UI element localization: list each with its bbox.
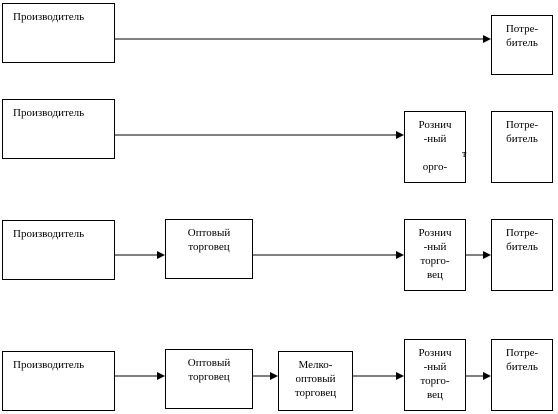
producer-label: Производитель — [13, 11, 85, 23]
producer-label: Производитель — [13, 228, 85, 240]
wholesaler-box: Оптовый торговец — [165, 349, 253, 409]
producer-label: Производитель — [13, 107, 85, 119]
small-wholesaler-box: Мелко- оптовый торговец — [278, 351, 353, 411]
consumer-label: Потре- битель — [505, 119, 539, 145]
consumer-label: Потре- битель — [505, 227, 539, 253]
small-wholesaler-label: Мелко- оптовый торговец — [294, 359, 337, 399]
wholesaler-box: Оптовый торговец — [165, 219, 253, 279]
consumer-box: Потре- битель — [491, 219, 553, 291]
consumer-label: Потре- битель — [505, 23, 539, 49]
retailer-box: Рознич -ный торго- вец — [404, 339, 466, 411]
wholesaler-label: Оптовый торговец — [187, 227, 231, 253]
producer-box: Производитель — [2, 3, 115, 63]
producer-box: Производитель — [2, 351, 115, 411]
retailer-box: Рознич -ный торго- вец — [404, 219, 466, 291]
producer-box: Производитель — [2, 99, 115, 159]
retailer-label: Рознич -ный орго- — [418, 119, 452, 173]
consumer-box: Потре- битель — [491, 15, 553, 75]
consumer-box: Потре- битель — [491, 339, 553, 411]
consumer-label: Потре- битель — [505, 347, 539, 373]
wholesaler-label: Оптовый торговец — [187, 357, 231, 383]
consumer-box: Потре- битель — [491, 111, 553, 183]
stray-character: т — [462, 149, 467, 160]
retailer-box: Рознич -ный орго- — [404, 111, 466, 183]
producer-label: Производитель — [13, 359, 85, 371]
retailer-label: Рознич -ный торго- вец — [418, 347, 452, 401]
retailer-label: Рознич -ный торго- вец — [418, 227, 452, 281]
producer-box: Производитель — [2, 220, 115, 280]
